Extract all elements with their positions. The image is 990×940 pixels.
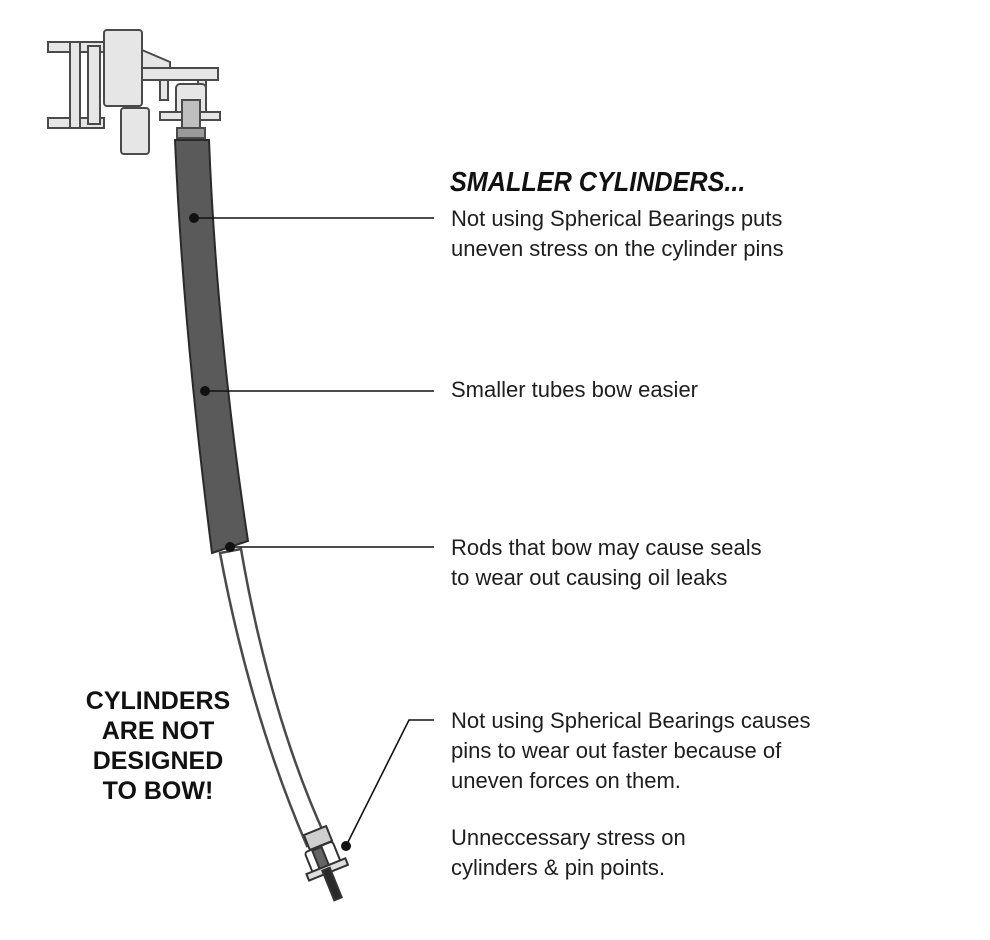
- leader-dot-4: [341, 841, 351, 851]
- leader-dots: [189, 213, 351, 851]
- callout-line: uneven stress on the cylinder pins: [451, 236, 784, 261]
- leader-lines: [194, 217, 434, 847]
- callout-line: Not using Spherical Bearings causes: [451, 708, 811, 733]
- callout-line: Smaller tubes bow easier: [451, 377, 699, 402]
- diagram-heading: SMALLER CYLINDERS...: [450, 166, 746, 197]
- warning-line: ARE NOT: [101, 717, 215, 745]
- leader-line-4: [345, 719, 434, 847]
- callout-line: pins to wear out faster because of: [451, 738, 782, 763]
- callout-line: uneven forces on them.: [451, 768, 681, 793]
- warning-line: DESIGNED: [92, 747, 224, 775]
- callout-unnecessary-stress: Unneccessary stress on cylinders & pin p…: [451, 823, 686, 883]
- callout-line: Unneccessary stress on: [451, 825, 686, 850]
- callout-pins-wear: Not using Spherical Bearings causes pins…: [451, 706, 811, 796]
- leader-dot-1: [189, 213, 199, 223]
- warning-text: CYLINDERS ARE NOT DESIGNED TO BOW!: [60, 686, 256, 806]
- callout-line: to wear out causing oil leaks: [451, 565, 728, 590]
- callout-tubes-bow: Smaller tubes bow easier: [451, 375, 698, 405]
- mount-bracket: [47, 29, 221, 155]
- callout-line: Rods that bow may cause seals: [451, 535, 762, 560]
- warning-line: CYLINDERS: [85, 687, 231, 715]
- warning-line: TO BOW!: [102, 777, 214, 805]
- leader-dot-3: [225, 542, 235, 552]
- cylinder-barrel: [173, 139, 250, 555]
- callout-rods-seals: Rods that bow may cause seals to wear ou…: [451, 533, 762, 593]
- rod-end-clevis: [302, 824, 350, 902]
- leader-dot-2: [200, 386, 210, 396]
- callout-line: Not using Spherical Bearings puts: [451, 206, 783, 231]
- callout-spherical-bearings-stress: Not using Spherical Bearings puts uneven…: [451, 204, 784, 264]
- callout-line: cylinders & pin points.: [451, 855, 665, 880]
